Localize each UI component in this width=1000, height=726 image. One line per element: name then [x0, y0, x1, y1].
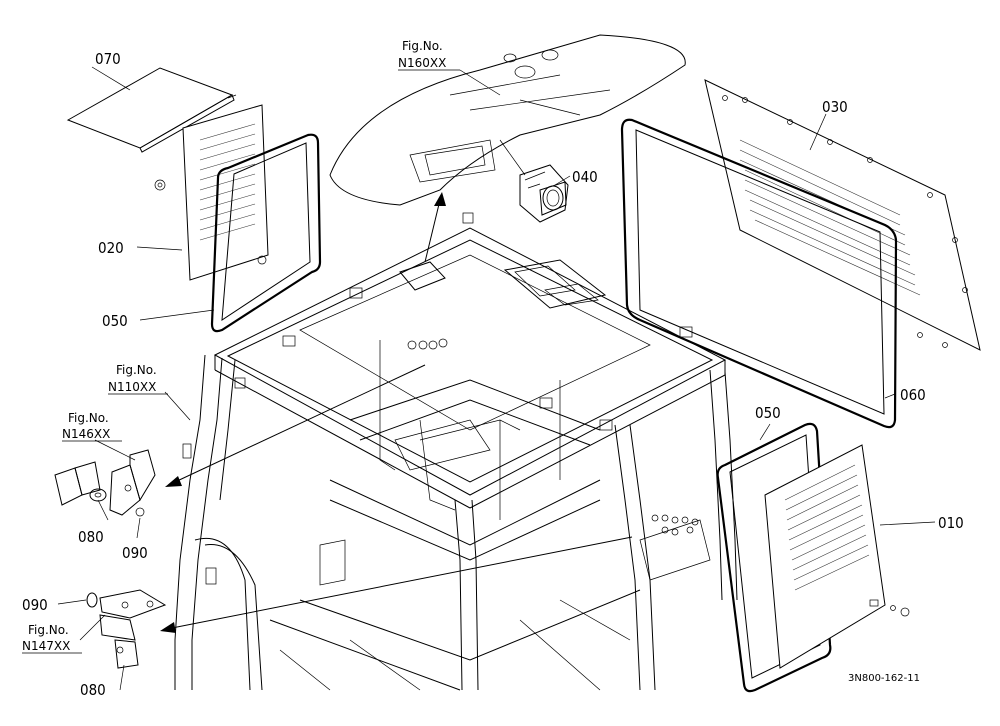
label-080-lower: 080 — [80, 681, 106, 699]
roof-panel — [329, 34, 686, 206]
cab-frame — [174, 212, 738, 691]
figref-n110-line2: N110XX — [108, 380, 156, 394]
leader-lines — [57, 66, 936, 691]
part-050-seal-left — [210, 133, 322, 333]
figref-n110-line1: Fig.No. — [116, 363, 157, 377]
part-010-glass — [764, 444, 910, 669]
room-lamp — [499, 139, 569, 223]
figref-n147-line1: Fig.No. — [28, 623, 69, 637]
figref-n146-line2: N146XX — [62, 427, 110, 441]
arrow-lines — [160, 192, 633, 633]
part-070-cover — [66, 67, 237, 153]
label-090-lower: 090 — [22, 596, 48, 614]
part-020-glass — [154, 104, 269, 281]
figref-n146-line1: Fig.No. — [68, 411, 109, 425]
hinge-group-lower — [86, 589, 167, 669]
label-020: 020 — [98, 239, 124, 257]
part-060-rear-seal — [620, 118, 898, 429]
label-080-upper: 080 — [78, 528, 104, 546]
part-030-rear-glass — [704, 79, 981, 351]
hinge-group-upper — [54, 449, 156, 517]
label-050-left: 050 — [102, 312, 128, 330]
label-070: 070 — [95, 50, 121, 68]
figref-n147-line2: N147XX — [22, 639, 70, 653]
label-050-right: 050 — [755, 404, 781, 422]
label-060: 060 — [900, 386, 926, 404]
figref-n160-line1: Fig.No. — [402, 39, 443, 53]
figref-n160-line2: N160XX — [398, 56, 446, 70]
label-030: 030 — [822, 98, 848, 116]
drawing-code: 3N800-162-11 — [848, 673, 920, 684]
label-040: 040 — [572, 168, 598, 186]
part-050-seal-right — [716, 422, 832, 693]
label-010: 010 — [938, 514, 964, 532]
label-090-upper: 090 — [122, 544, 148, 562]
